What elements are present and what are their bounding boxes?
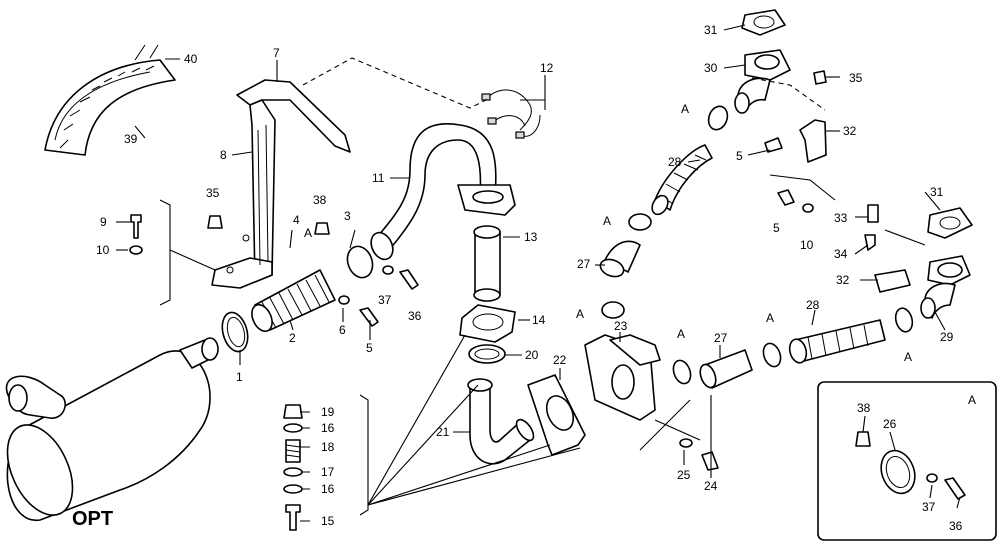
- elbow-29: [920, 255, 971, 319]
- callout-a-3: A: [576, 307, 584, 321]
- callout-19: 19: [321, 405, 335, 419]
- callout-20: 20: [525, 348, 539, 362]
- callout-14: 14: [532, 313, 546, 327]
- callout-16b: 16: [321, 482, 335, 496]
- heat-shield: [44, 44, 176, 156]
- callout-8: 8: [220, 148, 227, 162]
- elbow-30: [734, 49, 791, 114]
- tubes-12: [481, 89, 541, 139]
- callout-21: 21: [436, 425, 450, 439]
- callout-35b: 35: [849, 71, 863, 85]
- callout-28b: 28: [806, 298, 820, 312]
- flex-tube-2: [251, 269, 336, 333]
- callout-22: 22: [553, 353, 567, 367]
- callout-17: 17: [321, 465, 335, 479]
- tube-27-lower: [699, 349, 753, 389]
- callout-34: 34: [834, 247, 848, 261]
- callout-36a: 36: [408, 309, 422, 323]
- callout-5c: 5: [773, 221, 780, 235]
- callout-2: 2: [289, 331, 296, 345]
- bracket-32-upper: [799, 119, 827, 163]
- pipe-11: [370, 123, 516, 261]
- callout-27b: 27: [714, 331, 728, 345]
- tube-28-lower: [788, 319, 886, 364]
- callout-10b: 10: [800, 238, 814, 252]
- callout-15: 15: [321, 514, 335, 528]
- callout-a-4: A: [677, 327, 685, 341]
- pipe-21: [467, 378, 535, 465]
- callout-24: 24: [704, 479, 718, 493]
- option-label: OPT: [72, 508, 113, 530]
- callout-30: 30: [704, 61, 718, 75]
- callout-11: 11: [372, 171, 385, 185]
- callout-23: 23: [614, 319, 628, 333]
- callout-5a: 5: [366, 341, 373, 355]
- callout-37a: 37: [378, 293, 392, 307]
- reference-lines: [159, 57, 926, 516]
- detail-a-box: [817, 381, 997, 541]
- bracket-32-lower: [874, 269, 911, 293]
- gasket-14: [459, 304, 516, 343]
- callout-37b: 37: [922, 500, 936, 514]
- callout-38b: 38: [857, 401, 871, 415]
- clamp-1: [221, 311, 249, 353]
- callout-a-5: A: [766, 311, 774, 325]
- gasket-31-right: [927, 207, 973, 239]
- mount-23: [584, 334, 661, 421]
- tube-27-upper: [599, 240, 641, 278]
- callout-32a: 32: [843, 124, 857, 138]
- callout-1: 1: [236, 370, 243, 384]
- callout-38a: 38: [313, 193, 327, 207]
- callout-10a: 10: [96, 243, 110, 257]
- callout-3: 3: [344, 209, 351, 223]
- callout-35a: 35: [206, 186, 220, 200]
- callout-25: 25: [677, 468, 691, 482]
- callout-a-7: A: [304, 226, 312, 240]
- gasket-31-top: [741, 9, 786, 36]
- callout-18: 18: [321, 440, 335, 454]
- callout-29: 29: [940, 330, 954, 344]
- hardware-stack: [283, 404, 303, 531]
- callout-32b: 32: [836, 273, 850, 287]
- muffler: [5, 337, 219, 521]
- callout-28a: 28: [668, 155, 682, 169]
- callout-27a: 27: [577, 257, 591, 271]
- callout-39: 39: [124, 132, 138, 146]
- callout-12: 12: [540, 61, 554, 75]
- small-hardware: [129, 70, 879, 471]
- callout-a-2: A: [603, 214, 611, 228]
- callout-40: 40: [184, 52, 198, 66]
- ring-20: [468, 344, 506, 364]
- callout-31a: 31: [704, 23, 718, 37]
- callout-6: 6: [339, 323, 346, 337]
- callout-9: 9: [100, 215, 107, 229]
- callout-13: 13: [524, 230, 538, 244]
- bracket-assembly: [211, 79, 351, 289]
- callout-labels: 1 2 3 4 5 5 5 6 7 8 9 10 10 11 12 13 14 …: [72, 23, 976, 533]
- callout-a-1: A: [681, 102, 689, 116]
- callout-5b: 5: [736, 149, 743, 163]
- tube-28-upper: [651, 144, 713, 216]
- callout-7: 7: [273, 46, 280, 60]
- flange-22: [527, 374, 586, 456]
- callout-26: 26: [883, 417, 897, 431]
- callout-4: 4: [293, 213, 300, 227]
- hose-clamps: [346, 105, 914, 385]
- detail-a-title: A: [968, 393, 976, 407]
- leader-lines: [116, 24, 961, 522]
- callout-31b: 31: [930, 185, 944, 199]
- callout-36b: 36: [949, 519, 963, 533]
- callout-a-6: A: [904, 350, 912, 364]
- callout-33: 33: [834, 211, 848, 225]
- callout-16a: 16: [321, 421, 335, 435]
- pipe-13: [473, 225, 501, 302]
